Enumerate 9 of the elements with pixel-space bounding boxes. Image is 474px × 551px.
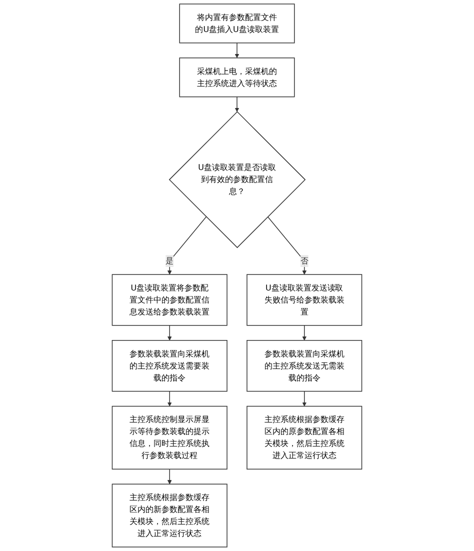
arrow	[167, 325, 172, 341]
arrow	[167, 390, 172, 406]
arrow	[302, 325, 307, 341]
arrow	[167, 468, 172, 484]
arrow	[234, 42, 240, 58]
arrow	[167, 216, 207, 275]
arrow	[302, 390, 307, 406]
arrow	[234, 96, 240, 112]
arrow	[267, 216, 307, 275]
